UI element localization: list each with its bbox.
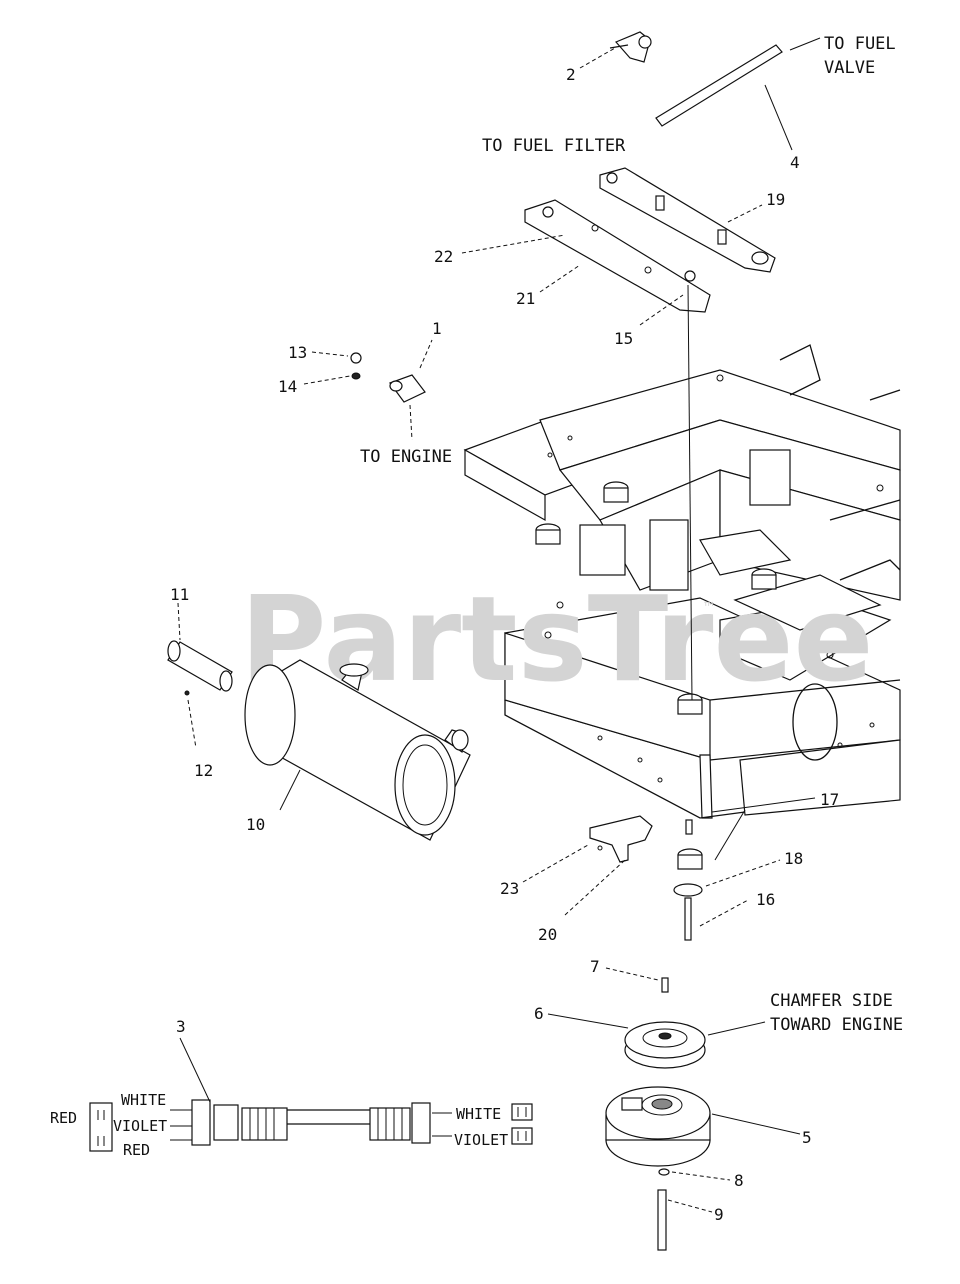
callout-4: 4: [790, 153, 800, 172]
note-chamfer-line2: TOWARD ENGINE: [770, 1015, 903, 1035]
note-to-fuel-valve-line2: VALVE: [824, 58, 875, 78]
callout-14: 14: [278, 377, 297, 396]
part-bracket-20: [589, 815, 653, 863]
wire-right-violet: VIOLET: [454, 1131, 508, 1149]
part-fuel-fitting: [389, 374, 426, 403]
wire-left-white: WHITE: [121, 1091, 166, 1109]
part-clutch: [605, 1086, 711, 1167]
part-bolt: [657, 1168, 670, 1251]
part-fuel-line: [655, 44, 783, 127]
callout-15: 15: [614, 329, 633, 348]
part-mount-stack: [673, 819, 703, 941]
chassis-frame: [463, 344, 901, 819]
wire-left-red-bottom: RED: [123, 1141, 150, 1159]
callout-18: 18: [784, 849, 803, 868]
part-wire-harness: [89, 1099, 533, 1152]
callout-22: 22: [434, 247, 453, 266]
part-pulley: [624, 977, 706, 1069]
callout-7: 7: [590, 957, 600, 976]
note-to-engine: TO ENGINE: [360, 447, 452, 467]
callout-3: 3: [176, 1017, 186, 1036]
wire-left-red-top: RED: [50, 1109, 77, 1127]
note-to-fuel-filter: TO FUEL FILTER: [482, 136, 626, 156]
callout-8: 8: [734, 1171, 744, 1190]
callout-9: 9: [714, 1205, 724, 1224]
watermark-trademark: ™: [702, 600, 716, 616]
callout-21: 21: [516, 289, 535, 308]
callout-12: 12: [194, 761, 213, 780]
callout-5: 5: [802, 1128, 812, 1147]
callout-13: 13: [288, 343, 307, 362]
part-clamp-13: [350, 352, 362, 380]
callout-2: 2: [566, 65, 576, 84]
callout-17: 17: [820, 790, 839, 809]
callout-23: 23: [500, 879, 519, 898]
wire-left-violet: VIOLET: [113, 1117, 167, 1135]
callout-1: 1: [432, 319, 442, 338]
note-to-fuel-valve-line1: TO FUEL: [824, 34, 896, 54]
callout-10: 10: [246, 815, 265, 834]
part-fuel-valve: [609, 31, 652, 63]
callout-20: 20: [538, 925, 557, 944]
part-tube: [167, 640, 233, 696]
part-bracket-19: [599, 167, 776, 273]
callout-6: 6: [534, 1004, 544, 1023]
part-bracket-21: [524, 199, 711, 313]
callout-11: 11: [170, 585, 189, 604]
wire-right-white: WHITE: [456, 1105, 501, 1123]
part-muffler: [244, 659, 471, 841]
callout-19: 19: [766, 190, 785, 209]
note-chamfer-line1: CHAMFER SIDE: [770, 991, 893, 1011]
callout-16: 16: [756, 890, 775, 909]
